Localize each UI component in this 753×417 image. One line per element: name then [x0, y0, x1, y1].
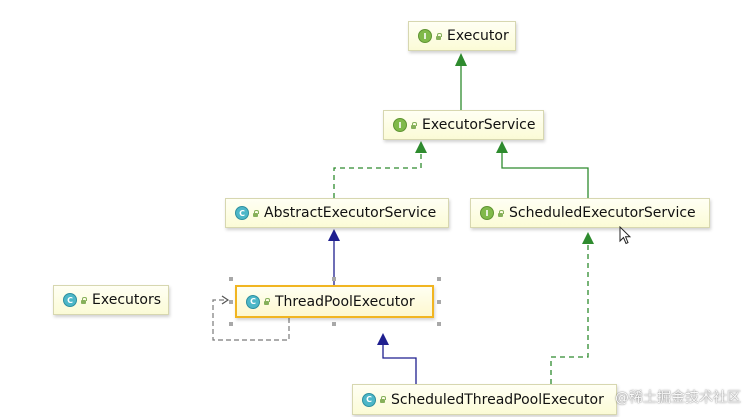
node-label: ThreadPoolExecutor [275, 293, 415, 310]
node-thread-pool-executor[interactable]: C ThreadPoolExecutor [235, 285, 434, 318]
lock-icon [81, 296, 87, 304]
lock-icon [264, 298, 270, 305]
selection-handle-middle-left[interactable] [229, 300, 233, 304]
node-executor[interactable]: I Executor [408, 21, 516, 51]
node-label: Executor [447, 28, 509, 44]
node-scheduled-executor-service[interactable]: I ScheduledExecutorService [470, 198, 710, 228]
class-icon: C [246, 294, 260, 309]
node-executors[interactable]: C Executors [53, 285, 169, 315]
node-executor-service[interactable]: I ExecutorService [383, 110, 544, 140]
edge-threadpoolexecutor-self [212, 295, 290, 341]
node-label: AbstractExecutorService [264, 205, 437, 221]
class-icon: C [362, 392, 376, 407]
class-icon: C [63, 293, 77, 307]
node-label: ExecutorService [422, 117, 536, 133]
node-label: ScheduledExecutorService [509, 205, 696, 221]
edge-abstractexecutorservice-executorservice [333, 141, 427, 198]
lock-icon [411, 121, 417, 129]
node-label: Executors [92, 292, 161, 308]
node-label: ScheduledThreadPoolExecutor [391, 391, 604, 408]
lock-icon [380, 396, 386, 403]
watermark: @稀土掘金技术社区 [615, 390, 741, 406]
edge-scheduledthreadpoolexecutor-threadpoolexecutor [377, 333, 417, 384]
edge-scheduledthreadpoolexecutor-scheduledexecutorservice [550, 232, 594, 384]
selection-handle-bottom-middle[interactable] [332, 322, 336, 326]
lock-icon [253, 209, 259, 217]
selection-handle-middle-right[interactable] [437, 300, 441, 304]
selection-handle-bottom-left[interactable] [229, 322, 233, 326]
node-scheduled-thread-pool-executor[interactable]: C ScheduledThreadPoolExecutor [352, 384, 617, 415]
lock-icon [498, 209, 504, 217]
interface-icon: I [418, 29, 432, 43]
edge-scheduledexecutorservice-executorservice [496, 141, 589, 198]
edge-executorservice-executor [455, 53, 467, 110]
selection-handle-top-middle[interactable] [332, 277, 336, 281]
interface-icon: I [480, 206, 494, 220]
selection-handle-top-left[interactable] [229, 277, 233, 281]
node-abstract-executor-service[interactable]: C AbstractExecutorService [225, 198, 449, 228]
lock-icon [436, 32, 442, 40]
class-icon: C [235, 206, 249, 220]
selection-handle-bottom-right[interactable] [437, 322, 441, 326]
interface-icon: I [393, 118, 407, 132]
selection-handle-top-right[interactable] [437, 277, 441, 281]
mouse-cursor-icon [619, 226, 631, 245]
